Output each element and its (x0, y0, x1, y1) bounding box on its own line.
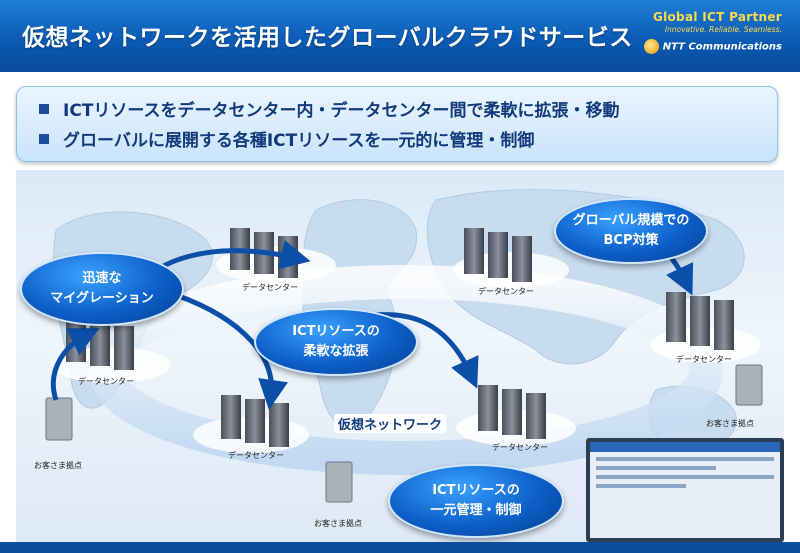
brand-tagline: Global ICT Partner (652, 10, 782, 24)
bubble-migration-line2: マイグレーション (50, 291, 154, 306)
server-rack-icons (66, 228, 734, 447)
datacenter-rack-icon (478, 385, 546, 439)
datacenter-label: データセンター (242, 283, 298, 292)
bubble-bcp-line1: グローバル規模での (572, 213, 690, 228)
header-bar: 仮想ネットワークを活用したグローバルクラウドサービス Global ICT Pa… (0, 0, 800, 72)
datacenter-rack-icon (464, 228, 532, 282)
summary-bullet-text: グローバルに展開する各種ICTリソースを一元的に管理・制御 (63, 131, 535, 151)
datacenter-label: データセンター (492, 443, 548, 452)
bubble-bcp: グローバル規模での BCP対策 (554, 198, 708, 264)
network-diagram: 迅速な マイグレーション グローバル規模での BCP対策 ICTリソースの 柔軟… (16, 170, 784, 542)
screen-content-line (596, 475, 774, 479)
datacenter-rack-icon (666, 292, 734, 350)
datacenter-label: データセンター (478, 287, 534, 296)
virtual-network-label: 仮想ネットワーク (334, 414, 447, 433)
brand-company: NTT Communications (643, 39, 782, 54)
datacenter-label: データセンター (676, 355, 732, 364)
brand-company-name: NTT Communications (662, 41, 782, 53)
arrow-to-dc-bottom (175, 292, 288, 410)
brand-slogan: Innovative. Reliable. Seamless. (664, 25, 782, 34)
customer-site-label: お客さま拠点 (34, 461, 82, 470)
bubble-migration-line1: 迅速な (82, 271, 122, 286)
bubble-migration: 迅速な マイグレーション (20, 252, 184, 326)
datacenter-label: データセンター (78, 377, 134, 386)
bubble-management-line1: ICTリソースの (432, 483, 520, 498)
page-title: 仮想ネットワークを活用したグローバルクラウドサービス (22, 25, 633, 51)
footer-bar (0, 542, 800, 553)
summary-bullet-2: グローバルに展開する各種ICTリソースを一元的に管理・制御 (39, 126, 534, 151)
customer-server-icon (45, 397, 73, 441)
diagram-graphics (45, 189, 763, 503)
summary-bullet-text: ICTリソースをデータセンター内・データセンター間で柔軟に拡張・移動 (63, 101, 620, 121)
customer-site-label: お客さま拠点 (314, 519, 362, 528)
customer-server-icon (325, 461, 353, 503)
customer-server-icon (735, 364, 763, 406)
arrow-site-to-dc (50, 328, 100, 401)
bubble-management-line2: 一元管理・制御 (430, 503, 522, 518)
bubble-management: ICTリソースの 一元管理・制御 (388, 464, 564, 538)
customer-site-icons (45, 364, 763, 503)
screen-content-line (596, 457, 774, 461)
datacenter-rack-icon (221, 395, 289, 447)
management-console-screen (586, 438, 784, 542)
customer-site-label: お客さま拠点 (706, 419, 754, 428)
summary-bullet-1: ICTリソースをデータセンター内・データセンター間で柔軟に拡張・移動 (39, 96, 620, 121)
screen-titlebar (590, 442, 780, 452)
brand-block: Global ICT Partner Innovative. Reliable.… (643, 10, 782, 54)
bubble-expansion-line2: 柔軟な拡張 (303, 344, 369, 359)
square-bullet-icon (39, 104, 49, 114)
screen-content-line (596, 466, 716, 470)
datacenter-label: データセンター (228, 451, 284, 460)
bubble-expansion: ICTリソースの 柔軟な拡張 (254, 308, 418, 376)
ntt-logo-icon (643, 39, 659, 54)
bubble-expansion-line1: ICTリソースの (292, 324, 380, 339)
bubble-bcp-line2: BCP対策 (603, 233, 659, 248)
square-bullet-icon (39, 134, 49, 144)
summary-box: ICTリソースをデータセンター内・データセンター間で柔軟に拡張・移動 グローバル… (16, 86, 778, 162)
screen-content-line (596, 484, 686, 488)
